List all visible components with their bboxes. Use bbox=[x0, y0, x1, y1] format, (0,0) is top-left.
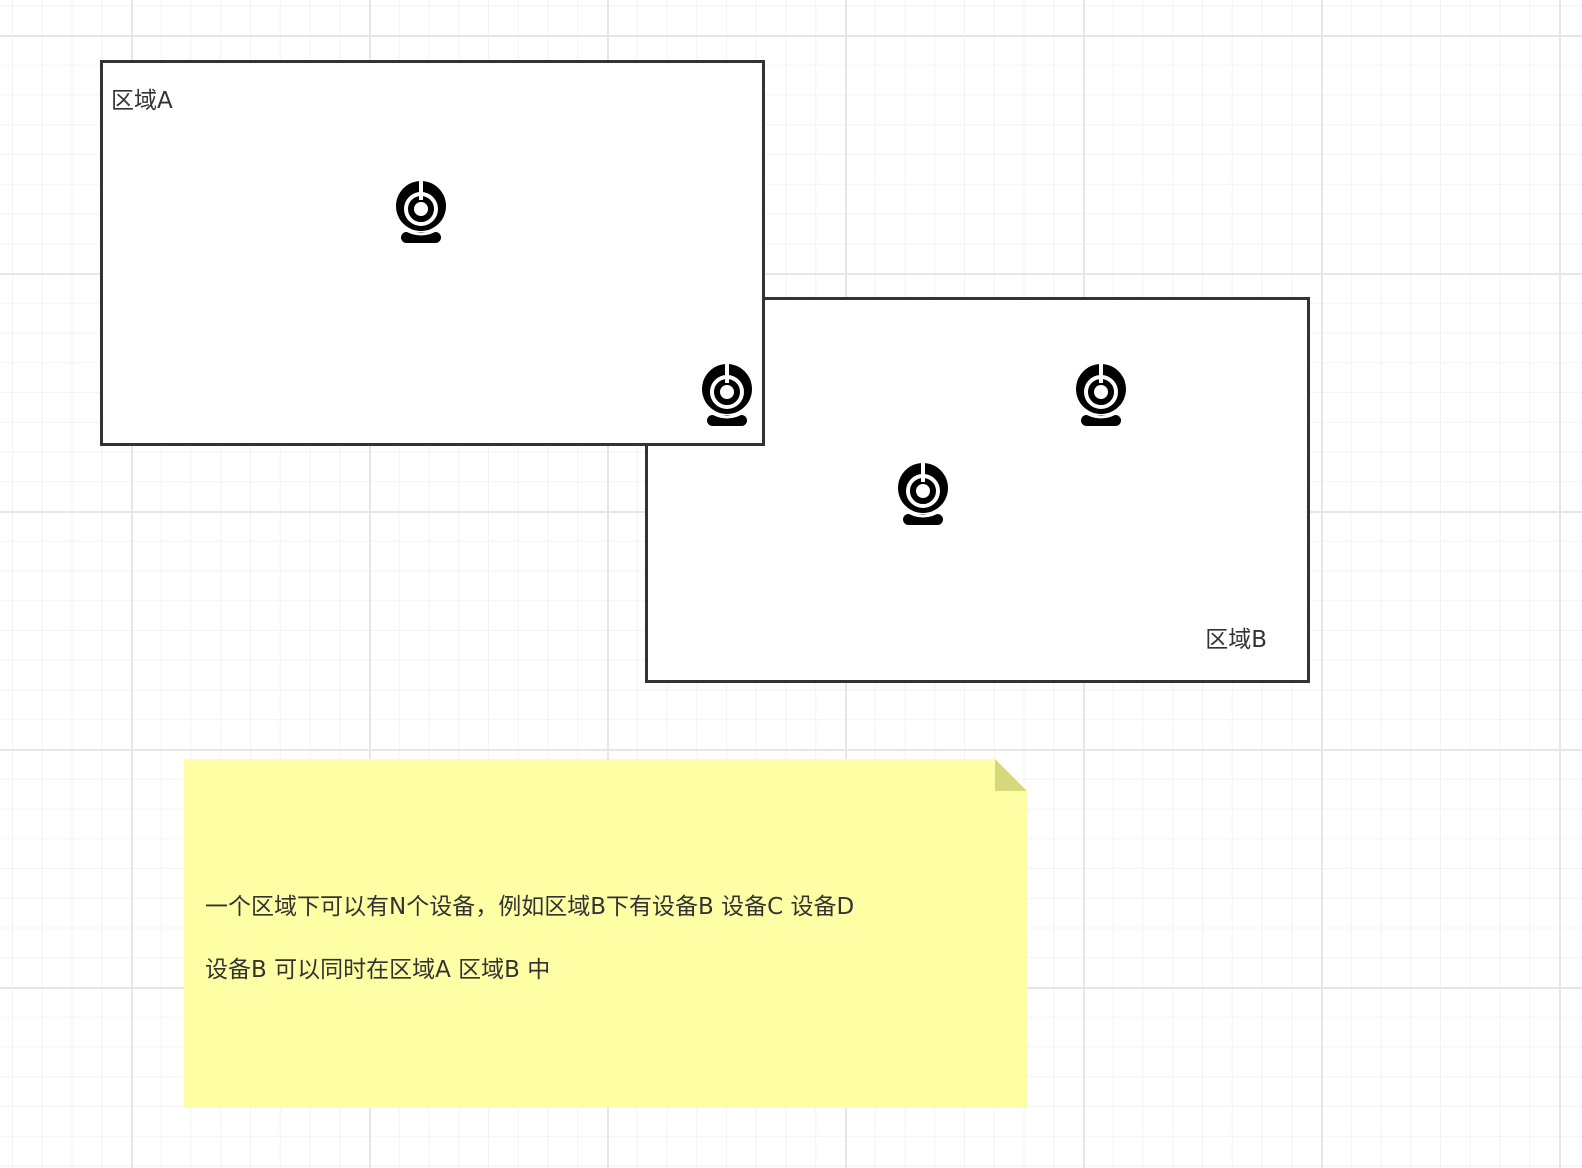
camera-icon[interactable] bbox=[395, 178, 447, 244]
sticky-note[interactable]: 一个区域下可以有N个设备，例如区域B下有设备B 设备C 设备D 设备B 可以同时… bbox=[184, 759, 1027, 1108]
region-b-label: 区域B bbox=[1205, 627, 1267, 653]
region-a-box[interactable]: 区域A bbox=[100, 60, 765, 446]
note-corner-fold bbox=[995, 759, 1027, 791]
camera-icon[interactable] bbox=[897, 460, 949, 526]
note-text-line: 一个区域下可以有N个设备，例如区域B下有设备B 设备C 设备D bbox=[205, 894, 855, 920]
note-text-line: 设备B 可以同时在区域A 区域B 中 bbox=[205, 957, 551, 983]
camera-icon[interactable] bbox=[1075, 361, 1127, 427]
camera-icon[interactable] bbox=[701, 361, 753, 427]
region-a-label: 区域A bbox=[111, 88, 173, 114]
